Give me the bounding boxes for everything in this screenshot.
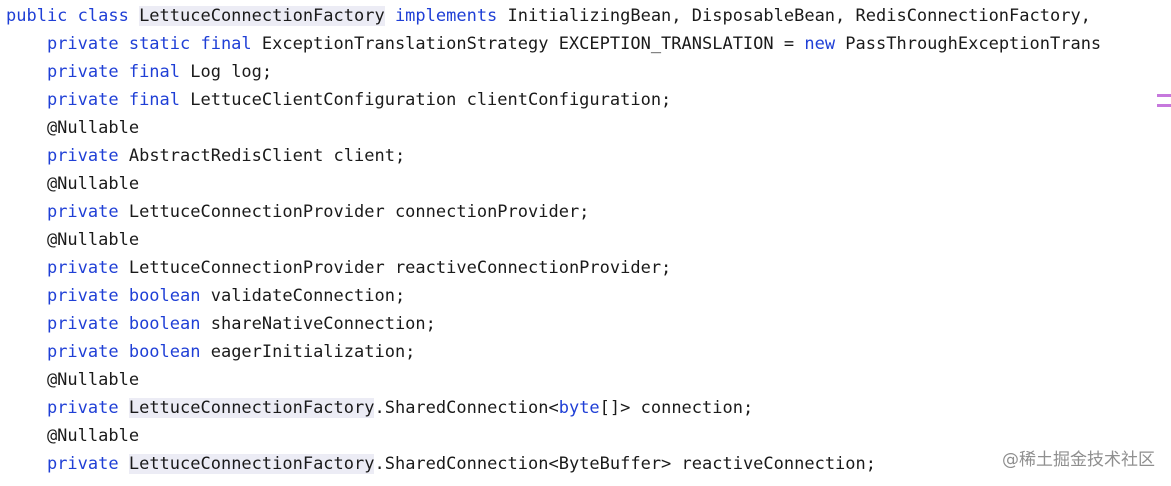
code-line[interactable]: private boolean eagerInitialization; bbox=[6, 338, 415, 366]
code-token: shareNativeConnection; bbox=[210, 314, 436, 334]
code-token: .SharedConnection<ByteBuffer> reactiveCo… bbox=[374, 454, 876, 474]
keyword-token: private bbox=[46, 202, 129, 222]
code-token bbox=[6, 202, 47, 222]
keyword-token: new bbox=[804, 34, 846, 54]
keyword-token: private boolean bbox=[46, 286, 211, 306]
code-line[interactable]: private LettuceConnectionFactory.SharedC… bbox=[6, 394, 753, 422]
code-line[interactable]: @Nullable bbox=[6, 114, 139, 142]
code-line[interactable]: @Nullable bbox=[6, 226, 139, 254]
code-line[interactable]: private final LettuceClientConfiguration… bbox=[6, 86, 671, 114]
keyword-token: private bbox=[46, 258, 129, 278]
code-token: @Nullable bbox=[6, 118, 140, 138]
code-token: LettuceConnectionProvider connectionProv… bbox=[128, 202, 590, 222]
code-token bbox=[6, 258, 47, 278]
keyword-token: private final bbox=[46, 62, 191, 82]
code-token: ExceptionTranslationStrategy EXCEPTION_T… bbox=[261, 34, 805, 54]
highlighted-identifier: LettuceConnectionFactory bbox=[128, 454, 375, 474]
code-token bbox=[6, 454, 47, 474]
code-token: LettuceConnectionProvider reactiveConnec… bbox=[128, 258, 672, 278]
code-token bbox=[6, 398, 47, 418]
highlighted-identifier: LettuceConnectionFactory bbox=[139, 6, 385, 26]
code-line[interactable]: private final Log log; bbox=[6, 58, 272, 86]
code-line[interactable]: @Nullable bbox=[6, 366, 139, 394]
gutter-marker[interactable] bbox=[1157, 94, 1171, 97]
code-token bbox=[6, 146, 47, 166]
code-token: .SharedConnection< bbox=[374, 398, 559, 418]
code-token: @Nullable bbox=[6, 174, 140, 194]
code-line[interactable]: @Nullable bbox=[6, 170, 139, 198]
code-token bbox=[6, 286, 47, 306]
keyword-token: private boolean bbox=[46, 342, 211, 362]
code-token bbox=[6, 34, 47, 54]
code-line[interactable]: private AbstractRedisClient client; bbox=[6, 142, 405, 170]
code-token: eagerInitialization; bbox=[210, 342, 416, 362]
keyword-token: private bbox=[46, 398, 129, 418]
code-token: Log log; bbox=[190, 62, 273, 82]
code-token: AbstractRedisClient client; bbox=[128, 146, 406, 166]
code-token: []> connection; bbox=[599, 398, 754, 418]
scrollbar-gutter[interactable] bbox=[1157, 0, 1171, 486]
code-token: InitializingBean, DisposableBean, RedisC… bbox=[507, 6, 1091, 26]
keyword-token: implements bbox=[384, 6, 508, 26]
code-line[interactable]: private LettuceConnectionFactory.SharedC… bbox=[6, 450, 876, 478]
code-token bbox=[6, 90, 47, 110]
code-token: PassThroughExceptionTrans bbox=[845, 34, 1102, 54]
keyword-token: private bbox=[46, 454, 129, 474]
code-line[interactable]: public class LettuceConnectionFactory im… bbox=[6, 2, 1091, 30]
code-line[interactable]: private boolean shareNativeConnection; bbox=[6, 310, 436, 338]
gutter-marker[interactable] bbox=[1157, 104, 1171, 107]
highlighted-identifier: LettuceConnectionFactory bbox=[128, 398, 375, 418]
code-token bbox=[6, 314, 47, 334]
code-token: validateConnection; bbox=[210, 286, 406, 306]
code-token: LettuceClientConfiguration clientConfigu… bbox=[190, 90, 672, 110]
watermark: @稀土掘金技术社区 bbox=[1002, 450, 1155, 470]
code-token bbox=[6, 62, 47, 82]
code-token: @Nullable bbox=[6, 370, 140, 390]
keyword-token: public class bbox=[6, 6, 140, 26]
keyword-token: private static final bbox=[46, 34, 262, 54]
code-token: @Nullable bbox=[6, 230, 140, 250]
keyword-token: private final bbox=[46, 90, 191, 110]
code-line[interactable]: @Nullable bbox=[6, 422, 139, 450]
keyword-token: private bbox=[46, 146, 129, 166]
code-token: @Nullable bbox=[6, 426, 140, 446]
keyword-token: byte bbox=[558, 398, 600, 418]
code-line[interactable]: private LettuceConnectionProvider connec… bbox=[6, 198, 589, 226]
code-line[interactable]: private static final ExceptionTranslatio… bbox=[6, 30, 1101, 58]
code-line[interactable]: private LettuceConnectionProvider reacti… bbox=[6, 254, 671, 282]
code-line[interactable]: private boolean validateConnection; bbox=[6, 282, 405, 310]
keyword-token: private boolean bbox=[46, 314, 211, 334]
code-token bbox=[6, 342, 47, 362]
